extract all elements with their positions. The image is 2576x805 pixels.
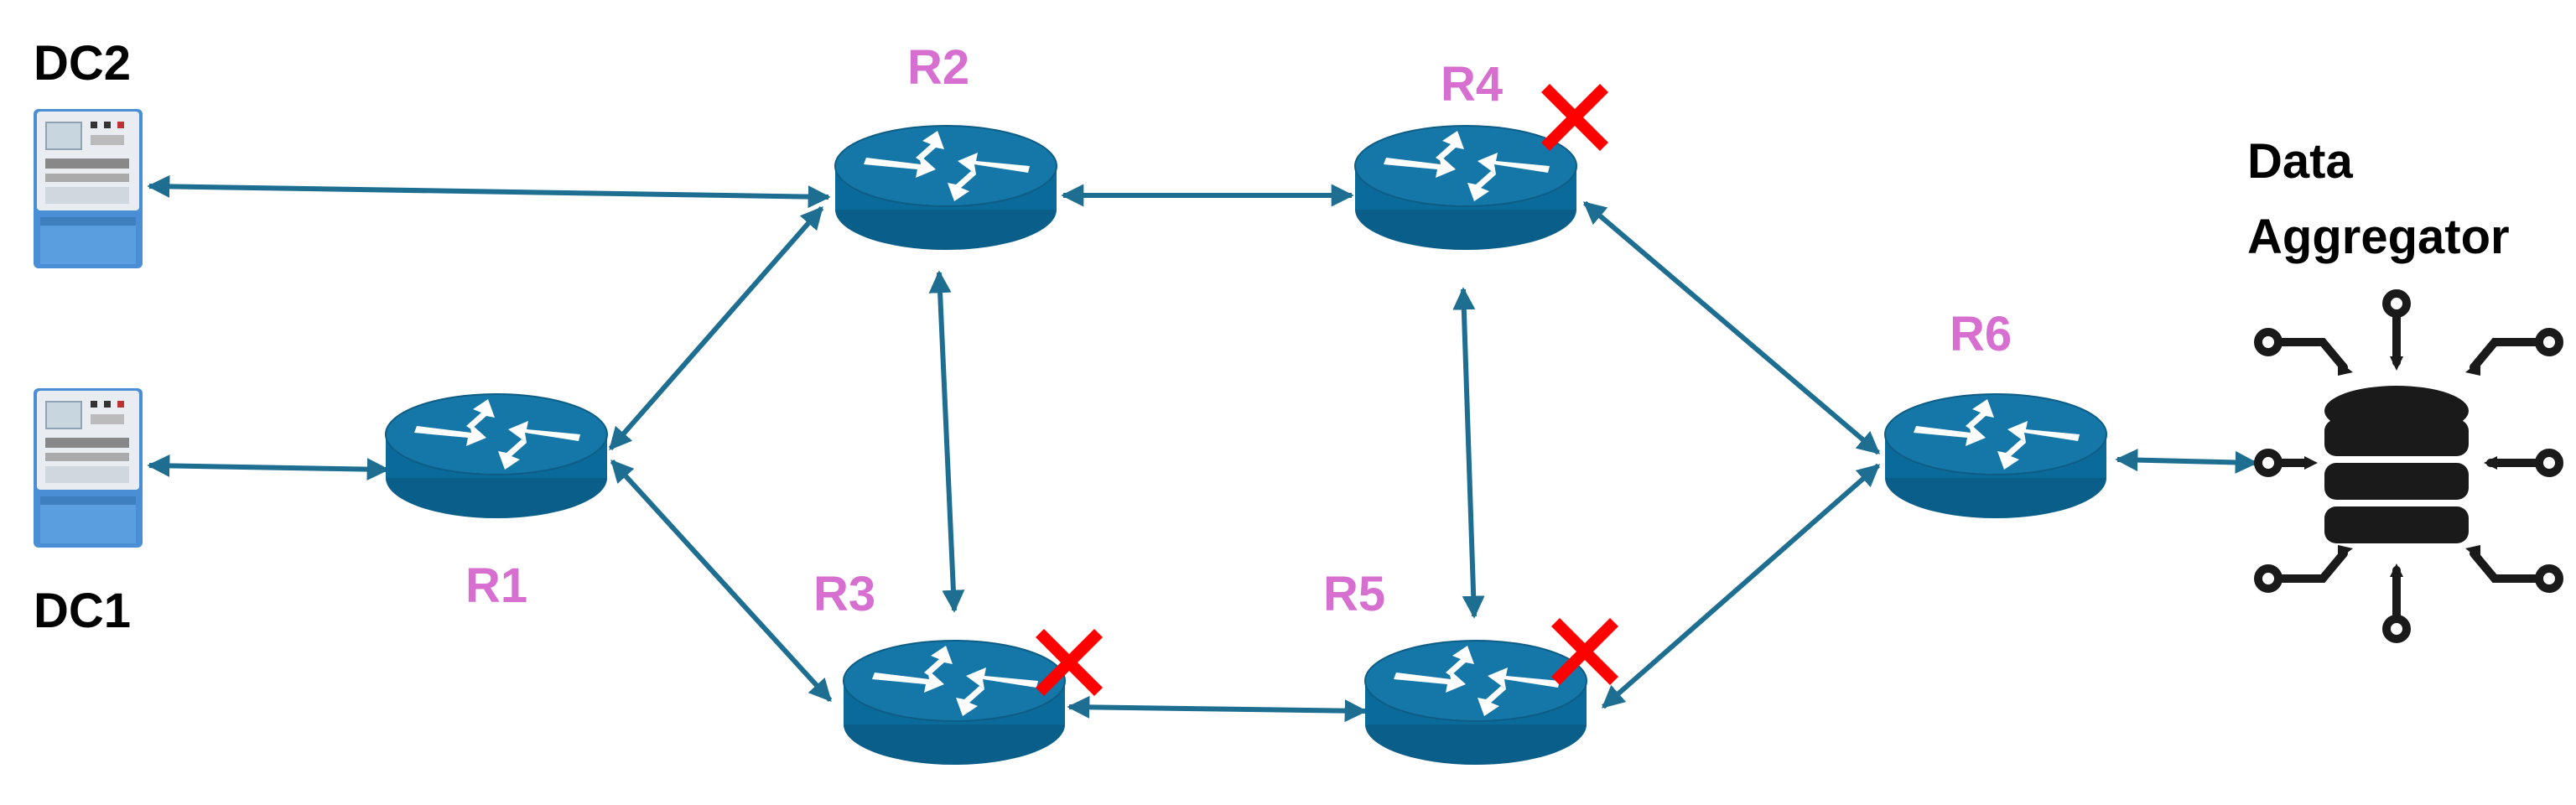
link-r2-r3 (928, 270, 965, 613)
link-dc2-r2 (147, 174, 831, 209)
router-r6-label: R6 (1950, 307, 2012, 361)
link-r6-aggregator (2115, 449, 2258, 474)
link-r1-r3 (610, 459, 833, 703)
router-icon (385, 393, 608, 519)
router-r1: R1 (385, 393, 608, 613)
router-r3: R3 (813, 567, 1103, 766)
router-r2-label: R2 (907, 40, 969, 95)
link-r1-r2 (608, 205, 824, 451)
link-r4-r5 (1452, 287, 1485, 619)
dc1-device: DC1 (34, 388, 143, 638)
router-r6: R6 (1884, 307, 2107, 519)
aggregator-label-line2: Aggregator (2247, 210, 2510, 264)
router-r2: R2 (834, 40, 1057, 251)
router-icon (1884, 393, 2107, 519)
database-icon (2254, 289, 2563, 643)
dc2-device: DC2 (34, 36, 143, 268)
data-aggregator: Data Aggregator (2247, 134, 2563, 643)
link-dc1-r1 (147, 454, 390, 481)
router-r1-label: R1 (465, 558, 527, 613)
links (147, 174, 2258, 723)
router-r4: R4 (1354, 57, 1608, 251)
failure-x-icon (1541, 84, 1608, 151)
dc1-label: DC1 (34, 584, 131, 638)
link-r3-r5 (1067, 695, 1368, 723)
link-r5-r6 (1601, 463, 1881, 709)
link-r4-r6 (1582, 200, 1881, 455)
dc2-label: DC2 (34, 36, 131, 91)
router-icon (843, 640, 1066, 766)
aggregator-label-line1: Data (2247, 134, 2353, 189)
router-r5-label: R5 (1323, 567, 1385, 621)
router-r5: R5 (1323, 567, 1618, 766)
smart-meter-icon (34, 109, 143, 268)
router-r4-label: R4 (1441, 57, 1503, 112)
router-icon (834, 125, 1057, 251)
router-icon (1364, 640, 1587, 766)
smart-meter-icon (34, 388, 143, 548)
router-r3-label: R3 (813, 567, 875, 621)
